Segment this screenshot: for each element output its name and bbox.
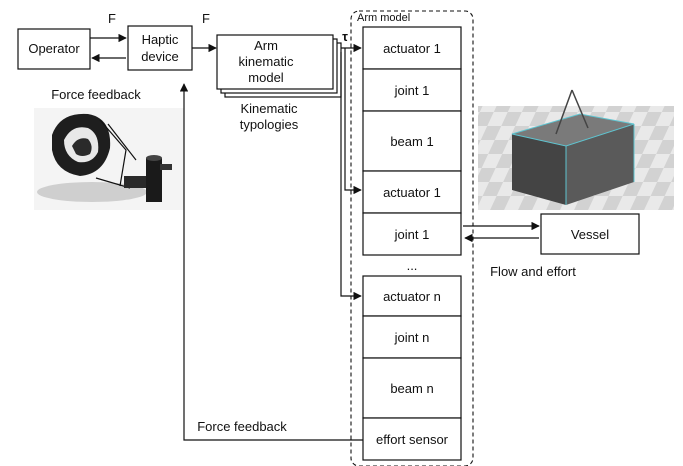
stack-cell bbox=[362, 212, 462, 256]
force-label-1: F bbox=[108, 11, 116, 26]
arm-kinematic-model-block: Arm kinematic model bbox=[216, 34, 342, 98]
stack-upper-label: actuator 1 bbox=[383, 41, 441, 56]
haptic-device-photo bbox=[34, 108, 184, 210]
stack-cell bbox=[362, 68, 462, 112]
stack-ellipsis: ... bbox=[407, 258, 418, 273]
stack-upper-label: joint 1 bbox=[394, 227, 430, 242]
tau-to-actuator1b-arrow bbox=[344, 48, 362, 195]
stack-upper: actuator 1 joint 1 beam 1 actuator 1 joi… bbox=[362, 26, 462, 256]
force-label-2: F bbox=[202, 11, 210, 26]
tau-label: τ bbox=[342, 29, 348, 44]
kinematic-typologies-line1: Kinematic bbox=[240, 101, 298, 116]
stack-upper-label: actuator 1 bbox=[383, 185, 441, 200]
operator-label: Operator bbox=[28, 41, 80, 56]
force-feedback-bottom-label: Force feedback bbox=[197, 419, 287, 434]
vessel-label: Vessel bbox=[571, 227, 609, 242]
stack-cell bbox=[362, 275, 462, 317]
kinematic-typologies-line2: typologies bbox=[240, 117, 299, 132]
operator-block: Operator bbox=[17, 28, 91, 70]
stack-lower-label: actuator n bbox=[383, 289, 441, 304]
vessel-render bbox=[478, 89, 674, 210]
arm-kin-line3: model bbox=[248, 70, 284, 85]
stack-cell bbox=[362, 357, 462, 419]
stack-cell bbox=[362, 26, 462, 70]
stack-lower-label: joint n bbox=[394, 330, 430, 345]
haptic-device-block: Haptic device bbox=[127, 25, 193, 71]
haptic-label-line1: Haptic bbox=[142, 32, 179, 47]
stack-upper-label: beam 1 bbox=[390, 134, 433, 149]
vessel-block: Vessel bbox=[540, 213, 640, 255]
stack-lower-label: beam n bbox=[390, 381, 433, 396]
stack-lower: actuator n joint n beam n effort sensor bbox=[362, 275, 462, 461]
stack-cell bbox=[362, 170, 462, 214]
stack-upper-label: joint 1 bbox=[394, 83, 430, 98]
force-feedback-loop-arrow bbox=[179, 83, 363, 441]
stack-cell bbox=[362, 417, 462, 461]
stack-lower-label: effort sensor bbox=[376, 432, 449, 447]
arm-model-title: Arm model bbox=[357, 12, 410, 24]
flow-effort-label: Flow and effort bbox=[490, 264, 576, 279]
tau-to-actuatorn-arrow bbox=[340, 52, 362, 301]
haptic-label-line2: device bbox=[141, 49, 179, 64]
arm-kin-line1: Arm bbox=[254, 38, 278, 53]
stack-cell bbox=[362, 315, 462, 359]
force-feedback-top-label: Force feedback bbox=[51, 87, 141, 102]
arm-kin-line2: kinematic bbox=[239, 54, 294, 69]
